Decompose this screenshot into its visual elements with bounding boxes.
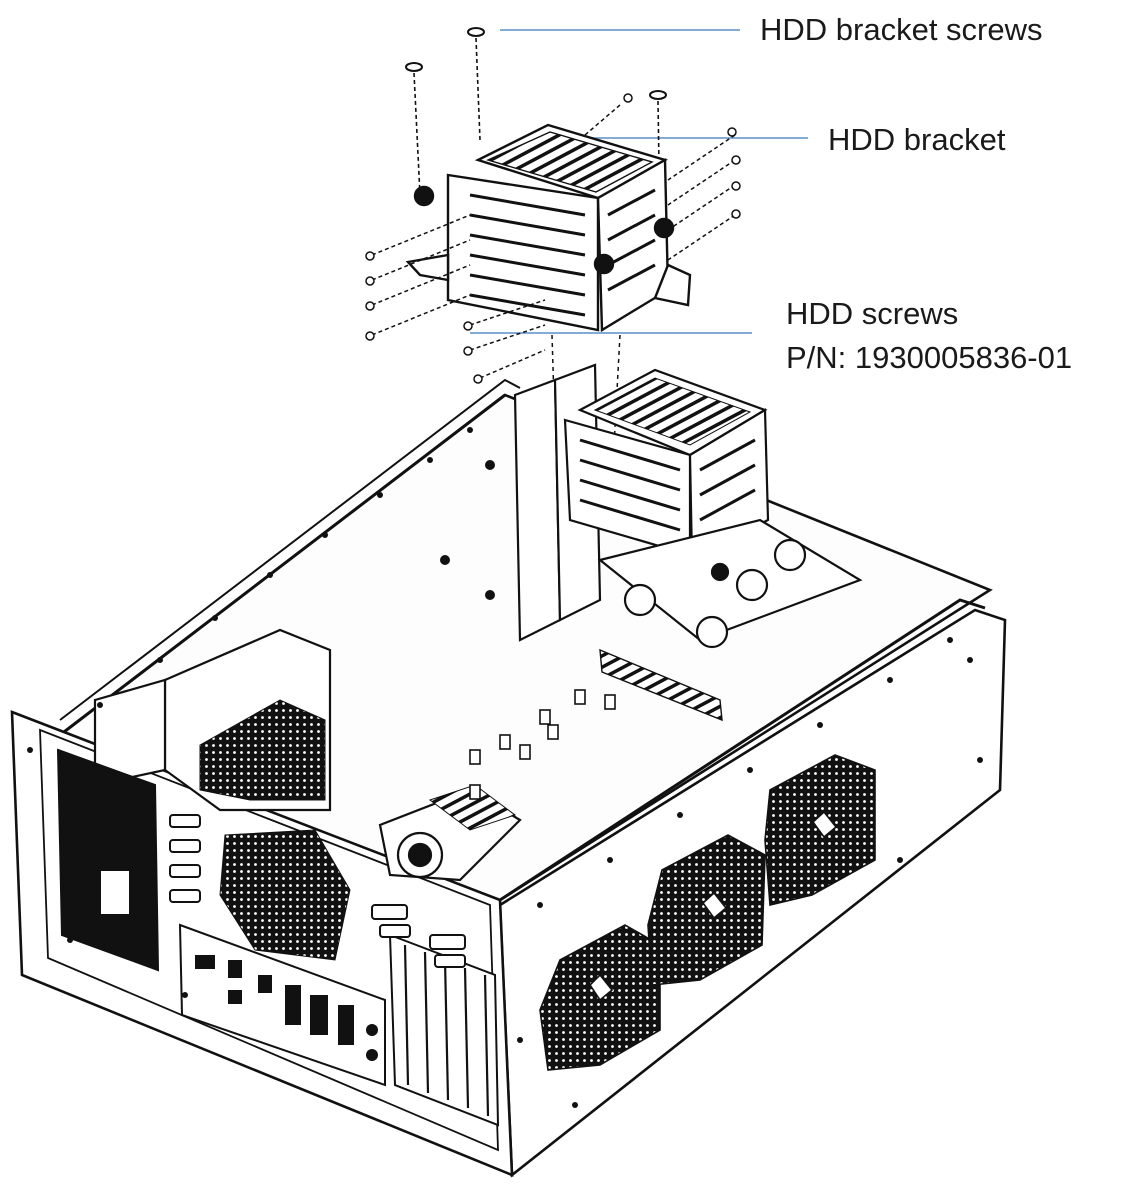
chassis-rim-holes [27,427,983,1108]
chassis-hdd-cage [513,363,863,722]
hdd-bracket-exploded [405,123,692,333]
chassis-standoffs [469,689,616,800]
callout-hdd-screws: HDD screws [786,296,959,331]
chassis-back-io [56,748,500,1127]
callout-hdd-bracket: HDD bracket [828,122,1006,157]
callout-hdd-bracket-screws: HDD bracket screws [760,12,1043,47]
chassis-psu [93,628,332,812]
callout-part-number: P/N: 1930005836-01 [786,340,1073,375]
hdd-screws-group [365,93,741,384]
chassis-side-fans [539,754,876,1071]
side-fan-2 [647,834,766,986]
chassis-cpu-cooler [378,784,522,882]
